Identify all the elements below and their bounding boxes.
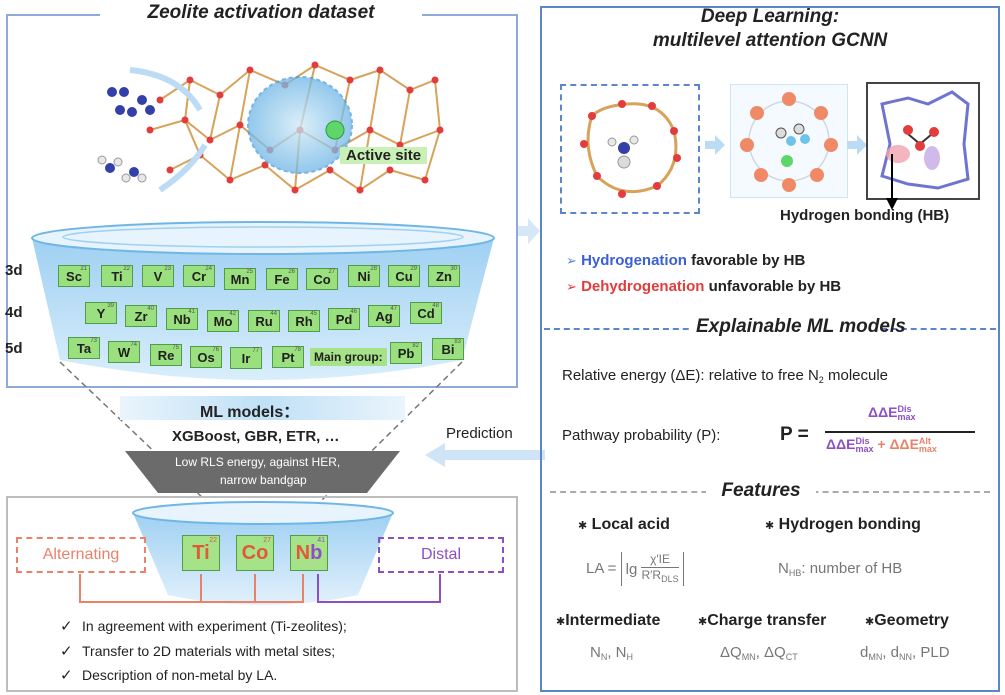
zeolite-ring-image <box>560 84 700 214</box>
arrow-icon: ➢ <box>566 279 577 294</box>
bullet-1: In agreement with experiment (Ti-zeolite… <box>82 618 347 634</box>
hydrogenation-rest: favorable by HB <box>691 252 806 269</box>
p-equals: P = <box>780 424 809 445</box>
charge-transfer-heading: ✱Charge transfer <box>698 612 827 629</box>
candidate-connectors <box>79 574 441 603</box>
dehydrogenation-word: Dehydrogenation <box>581 278 705 295</box>
pathway-label: Pathway probability (P): <box>562 427 721 444</box>
to-dl-arrow <box>518 218 540 244</box>
row-label-5d: 5d <box>5 340 23 357</box>
features-title: Features <box>706 480 816 502</box>
prediction-label: Prediction <box>446 425 513 442</box>
hydrogenation-line: ➢ Hydrogenation favorable by HB <box>566 252 805 269</box>
star-icon: ✱ <box>865 616 875 628</box>
star-icon: ✱ <box>765 520 775 532</box>
row-label-4d: 4d <box>5 304 23 321</box>
distal-box: Distal <box>378 537 504 573</box>
intermediate-values: NN, NH <box>590 644 634 662</box>
ml-models-list: XGBoost, GBR, ETR, … <box>172 428 340 445</box>
criteria-line-2: narrow bandgap <box>220 473 307 487</box>
dl-title-line-2: multilevel attention GCNN <box>652 30 888 51</box>
geometry-heading: ✱Geometry <box>865 612 949 629</box>
hb-label: Hydrogen bonding (HB) <box>780 207 950 224</box>
fraction-bar <box>825 431 975 433</box>
right-panel <box>540 6 1000 692</box>
relative-energy-text: Relative energy (ΔE): relative to free N… <box>562 367 889 385</box>
star-icon: ✱ <box>578 520 588 532</box>
graph-image <box>730 84 848 198</box>
explain-title: Explainable ML models <box>690 316 906 338</box>
star-icon: ✱ <box>556 616 566 628</box>
local-acid-heading: ✱ Local acid <box>578 516 670 533</box>
alternating-box: Alternating <box>16 537 146 573</box>
check-icon: ✓ <box>60 667 73 684</box>
dehydrogenation-rest: unfavorable by HB <box>708 278 842 295</box>
dehydrogenation-line: ➢ Dehydrogenation unfavorable by HB <box>566 278 841 295</box>
hydrogen-bonding-heading: ✱ Hydrogen bonding <box>765 516 921 533</box>
check-icon: ✓ <box>60 618 73 635</box>
hb-pointer-arrow <box>886 154 898 210</box>
flow-arrow <box>847 135 867 155</box>
ml-models-band <box>120 396 405 420</box>
bullet-3: Description of non-metal by LA. <box>82 667 278 683</box>
active-site-label: Active site <box>340 147 428 164</box>
flow-arrow <box>705 135 725 155</box>
local-acid-formula: LA = lg χ′IE R′RDLS <box>586 552 684 586</box>
arrow-icon: ➢ <box>566 253 577 268</box>
zeolite-structure-illustration <box>97 61 444 194</box>
criteria-line-1: Low RLS energy, against HER, <box>175 455 341 469</box>
nhb-text: NHB: number of HB <box>778 560 903 578</box>
intermediate-heading: ✱Intermediate <box>556 612 661 629</box>
row-label-3d: 3d <box>5 262 23 279</box>
main-group-label: Main group: <box>310 348 387 366</box>
dataset-title: Zeolite activation dataset <box>100 2 422 24</box>
result-panel <box>6 496 518 692</box>
charge-transfer-values: ΔQMN, ΔQCT <box>720 644 798 662</box>
dl-title-line-1: Deep Learning: <box>700 6 840 27</box>
ml-models-title: ML models： <box>200 404 300 421</box>
hydrogenation-word: Hydrogenation <box>581 252 687 269</box>
check-icon: ✓ <box>60 643 73 660</box>
prediction-arrow <box>425 443 545 467</box>
criteria-band <box>125 451 400 493</box>
geometry-values: dMN, dNN, PLD <box>860 644 950 662</box>
star-icon: ✱ <box>698 616 708 628</box>
bullet-2: Transfer to 2D materials with metal site… <box>82 643 336 659</box>
